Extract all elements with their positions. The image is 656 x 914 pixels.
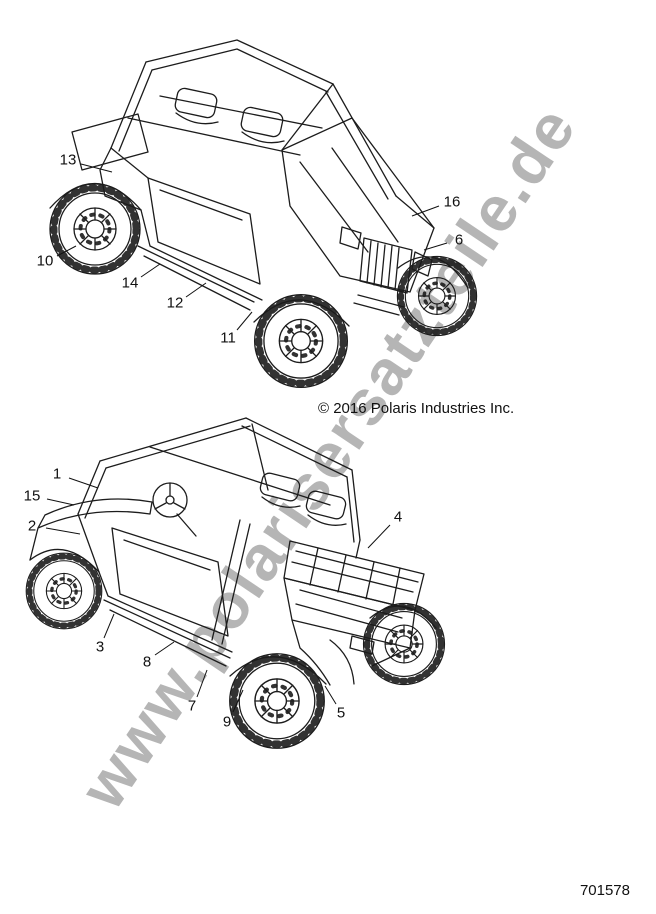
callout-leader-lines	[45, 163, 448, 713]
leader-line-15	[46, 498, 75, 506]
leader-line-3	[103, 613, 115, 639]
top-vehicle-drawing	[50, 39, 477, 387]
leader-line-10	[56, 245, 77, 257]
leader-line-14	[140, 263, 161, 278]
leader-line-4	[367, 524, 391, 549]
copyright-text: © 2016 Polaris Industries Inc.	[318, 400, 515, 417]
leader-line-1	[68, 477, 99, 489]
bottom-vehicle-drawing	[26, 417, 444, 748]
leader-line-12	[185, 282, 207, 298]
leader-line-16	[411, 205, 440, 217]
leader-line-2	[45, 527, 81, 535]
leader-line-5	[324, 685, 337, 705]
leader-line-13	[80, 163, 113, 173]
leader-line-7	[196, 669, 208, 698]
leader-line-9	[232, 689, 244, 713]
leader-line-6	[423, 242, 448, 251]
leader-line-11	[236, 311, 253, 331]
part-number: 701578	[579, 882, 630, 899]
leader-line-8	[154, 641, 175, 656]
